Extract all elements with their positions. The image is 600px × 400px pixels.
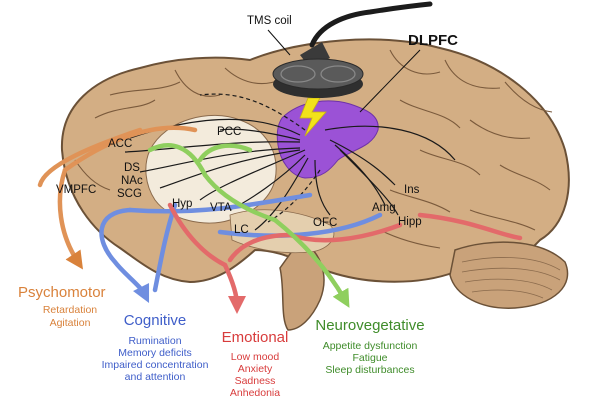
category-emotional: Emotional Low mood Anxiety Sadness Anhed… bbox=[222, 329, 289, 399]
dlpfc-connections bbox=[124, 93, 456, 231]
region-hyp: Hyp bbox=[172, 198, 192, 210]
coil-ring-right bbox=[320, 65, 356, 83]
neurovegetative-item: Sleep disturbances bbox=[325, 364, 414, 376]
region-amg: Amg bbox=[372, 202, 396, 214]
category-neurovegetative: Neurovegetative Appetite dysfunction Fat… bbox=[315, 317, 424, 376]
psychomotor-item: Retardation bbox=[43, 304, 97, 316]
emotional-item: Anhedonia bbox=[230, 387, 280, 399]
pathway-psychomotor bbox=[37, 125, 198, 270]
cognitive-item: Impaired concentration bbox=[102, 359, 209, 371]
region-hipp: Hipp bbox=[398, 216, 422, 228]
region-pcc: PCC bbox=[217, 126, 241, 138]
dlpfc-label: DLPFC bbox=[408, 32, 458, 49]
cerebellum bbox=[449, 241, 569, 309]
emotional-item: Anxiety bbox=[238, 363, 273, 375]
category-psychomotor-title: Psychomotor bbox=[18, 284, 106, 301]
emotional-item: Sadness bbox=[235, 375, 276, 387]
category-cognitive: Cognitive Rumination Memory deficits Imp… bbox=[102, 312, 209, 383]
cerebellum-folds bbox=[461, 257, 561, 299]
pathway-neurovegetative bbox=[147, 143, 350, 308]
region-scg: SCG bbox=[117, 188, 142, 200]
dlpfc-leader bbox=[359, 49, 421, 113]
coil-body-top bbox=[272, 58, 364, 90]
pathway-cognitive bbox=[99, 192, 383, 304]
pathway-emotional bbox=[167, 202, 523, 314]
category-psychomotor: Psychomotor Retardation Agitation bbox=[18, 284, 106, 329]
tms-coil-leader bbox=[267, 29, 291, 56]
region-acc: ACC bbox=[108, 138, 132, 150]
cognitive-item: and attention bbox=[125, 371, 186, 383]
region-nac: NAc bbox=[121, 175, 143, 187]
region-ofc: OFC bbox=[313, 217, 337, 229]
category-cognitive-title: Cognitive bbox=[124, 312, 187, 329]
tms-pulse-bolt bbox=[299, 97, 327, 137]
region-vmpfc: VMPFC bbox=[56, 184, 96, 196]
tms-coil-label: TMS coil bbox=[247, 15, 292, 27]
tms-coil bbox=[272, 1, 433, 98]
region-ds: DS bbox=[124, 162, 140, 174]
region-ins: Ins bbox=[404, 184, 420, 196]
cognitive-item: Memory deficits bbox=[118, 347, 192, 359]
psychomotor-item: Agitation bbox=[50, 317, 91, 329]
region-lc: LC bbox=[234, 224, 249, 236]
neurovegetative-item: Fatigue bbox=[352, 352, 387, 364]
neurovegetative-item: Appetite dysfunction bbox=[323, 340, 418, 352]
coil-cable bbox=[309, 1, 433, 48]
coil-ring-left bbox=[280, 65, 316, 83]
category-neurovegetative-title: Neurovegetative bbox=[315, 317, 424, 334]
dlpfc-region bbox=[276, 100, 379, 179]
region-vta: VTA bbox=[210, 202, 232, 214]
category-emotional-title: Emotional bbox=[222, 329, 289, 346]
emotional-item: Low mood bbox=[231, 351, 280, 363]
cognitive-item: Rumination bbox=[128, 335, 181, 347]
